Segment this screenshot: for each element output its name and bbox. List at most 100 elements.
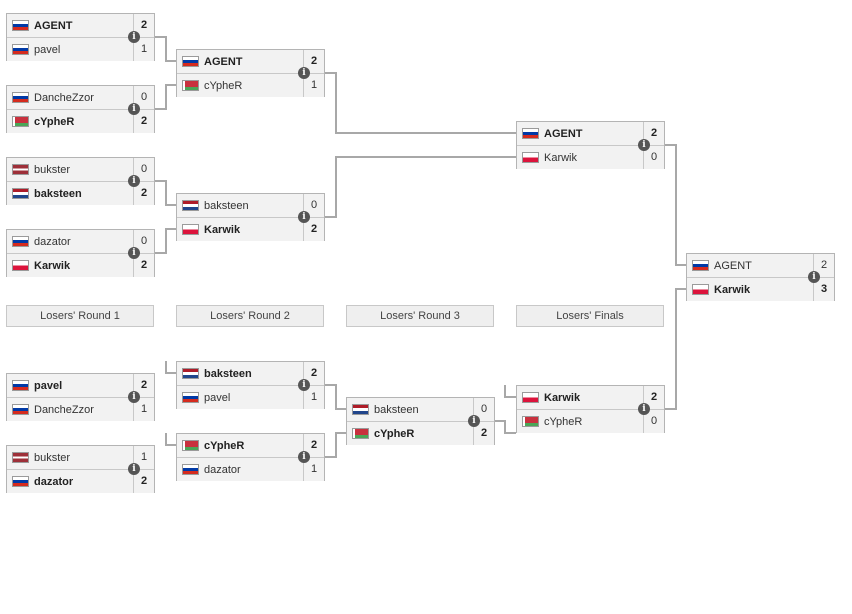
player-name: AGENT — [204, 55, 243, 68]
poland-flag-icon — [522, 152, 539, 163]
connector-line — [665, 144, 686, 266]
player-score: 2 — [133, 14, 154, 37]
player-name: Karwik — [204, 223, 241, 236]
match-info-icon[interactable]: i — [298, 211, 310, 223]
player-name: baksteen — [374, 403, 419, 416]
connector-line — [325, 384, 346, 410]
connector-line — [325, 156, 516, 218]
match-info-icon[interactable]: i — [638, 403, 650, 415]
match-info-icon[interactable]: i — [128, 103, 140, 115]
connector-line — [155, 36, 176, 62]
player-score: 1 — [133, 38, 154, 61]
player-score: 2 — [643, 122, 664, 145]
russia-flag-icon — [182, 56, 199, 67]
belarus-flag-icon — [522, 416, 539, 427]
player-score: 1 — [133, 446, 154, 469]
player-score: 1 — [303, 74, 324, 97]
player-name: cYpheR — [374, 427, 415, 440]
poland-flag-icon — [692, 284, 709, 295]
connector-line — [155, 84, 176, 110]
netherlands-flag-icon — [12, 188, 29, 199]
match-info-icon[interactable]: i — [128, 247, 140, 259]
russia-flag-icon — [692, 260, 709, 271]
connector-line — [155, 180, 176, 206]
player-score: 2 — [303, 362, 324, 385]
match-info-icon[interactable]: i — [128, 463, 140, 475]
player-score: 0 — [643, 146, 664, 169]
belarus-flag-icon — [12, 116, 29, 127]
player-name: Karwik — [544, 391, 581, 404]
player-score: 2 — [813, 254, 834, 277]
connector-line — [495, 420, 516, 434]
match-info-icon[interactable]: i — [298, 67, 310, 79]
russia-flag-icon — [182, 464, 199, 475]
match-info-icon[interactable]: i — [808, 271, 820, 283]
netherlands-flag-icon — [182, 200, 199, 211]
russia-flag-icon — [12, 476, 29, 487]
player-score: 1 — [303, 386, 324, 409]
match-info-icon[interactable]: i — [298, 451, 310, 463]
russia-flag-icon — [12, 404, 29, 415]
match-info-icon[interactable]: i — [128, 31, 140, 43]
player-score: 2 — [133, 254, 154, 277]
player-name: pavel — [34, 43, 61, 56]
player-name: dazator — [34, 475, 74, 488]
player-slot[interactable]: pavel 2 — [7, 374, 154, 397]
netherlands-flag-icon — [182, 368, 199, 379]
belarus-flag-icon — [182, 440, 199, 451]
player-name: pavel — [34, 379, 63, 392]
match-info-icon[interactable]: i — [128, 175, 140, 187]
player-slot[interactable]: AGENT 2 — [177, 50, 324, 73]
player-name: baksteen — [34, 187, 82, 200]
russia-flag-icon — [12, 20, 29, 31]
player-name: dazator — [34, 235, 71, 248]
player-score: 2 — [133, 110, 154, 133]
match-info-icon[interactable]: i — [298, 379, 310, 391]
poland-flag-icon — [522, 392, 539, 403]
connector-line — [155, 228, 176, 254]
player-score: 0 — [643, 410, 664, 433]
player-name: dazator — [204, 463, 241, 476]
belarus-flag-icon — [352, 428, 369, 439]
poland-flag-icon — [182, 224, 199, 235]
russia-flag-icon — [182, 392, 199, 403]
connector-line — [165, 433, 176, 446]
match-info-icon[interactable]: i — [638, 139, 650, 151]
match-info-icon[interactable]: i — [128, 391, 140, 403]
match-info-icon[interactable]: i — [468, 415, 480, 427]
player-score: 2 — [133, 374, 154, 397]
player-name: Karwik — [34, 259, 71, 272]
player-score: 2 — [303, 50, 324, 73]
